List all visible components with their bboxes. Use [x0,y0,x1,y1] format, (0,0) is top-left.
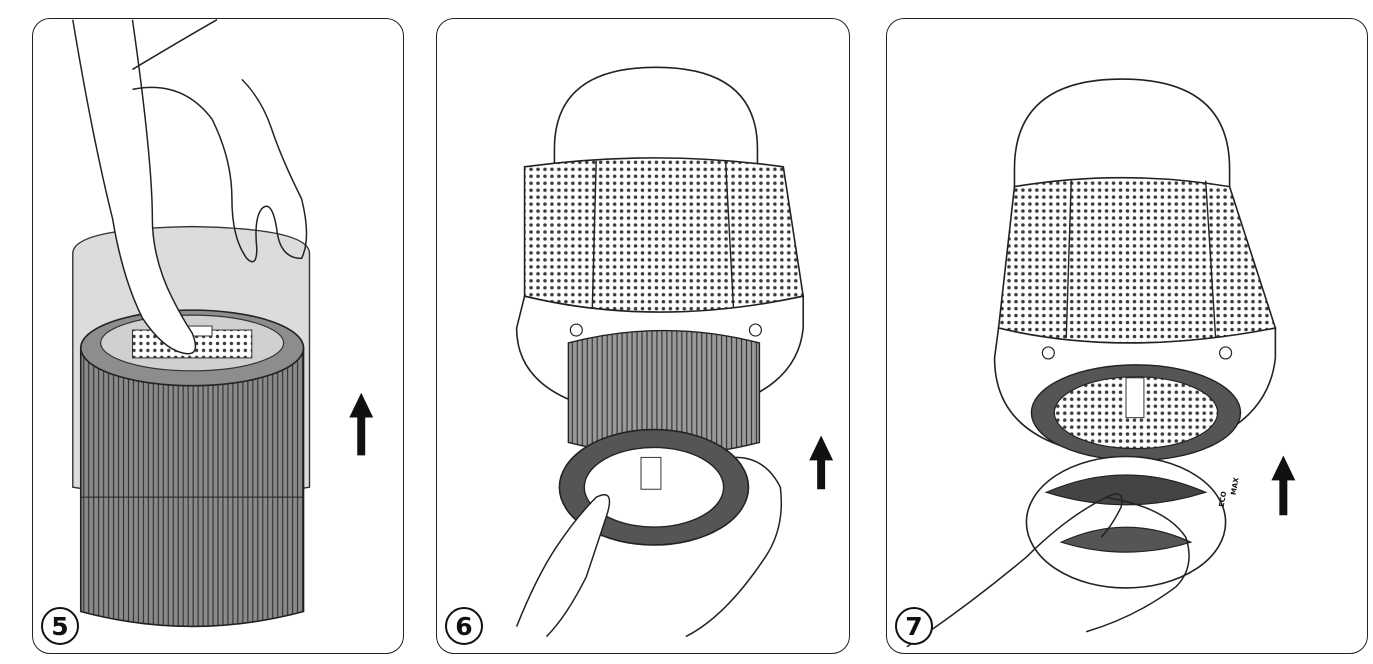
step-number-badge: 5 [41,607,79,645]
instruction-panel-step-6: 6 [436,18,850,654]
step-number-badge: 7 [895,607,933,645]
up-arrow-icon [809,435,834,490]
instruction-panel-step-5: 5 [32,18,404,654]
pre-filter-ring-removal-illustration [515,66,834,638]
filter-removal-illustration [72,19,374,628]
up-arrow-icon [349,392,374,456]
cover-label-max: MAX [1230,476,1241,495]
base-cover-removal-illustration: ECO MAX [906,78,1296,648]
instruction-panel-step-7: ECO MAX 7 [886,18,1368,654]
up-arrow-icon [1271,455,1296,516]
cover-label-eco: ECO [1218,491,1229,508]
step-number-badge: 6 [445,607,483,645]
